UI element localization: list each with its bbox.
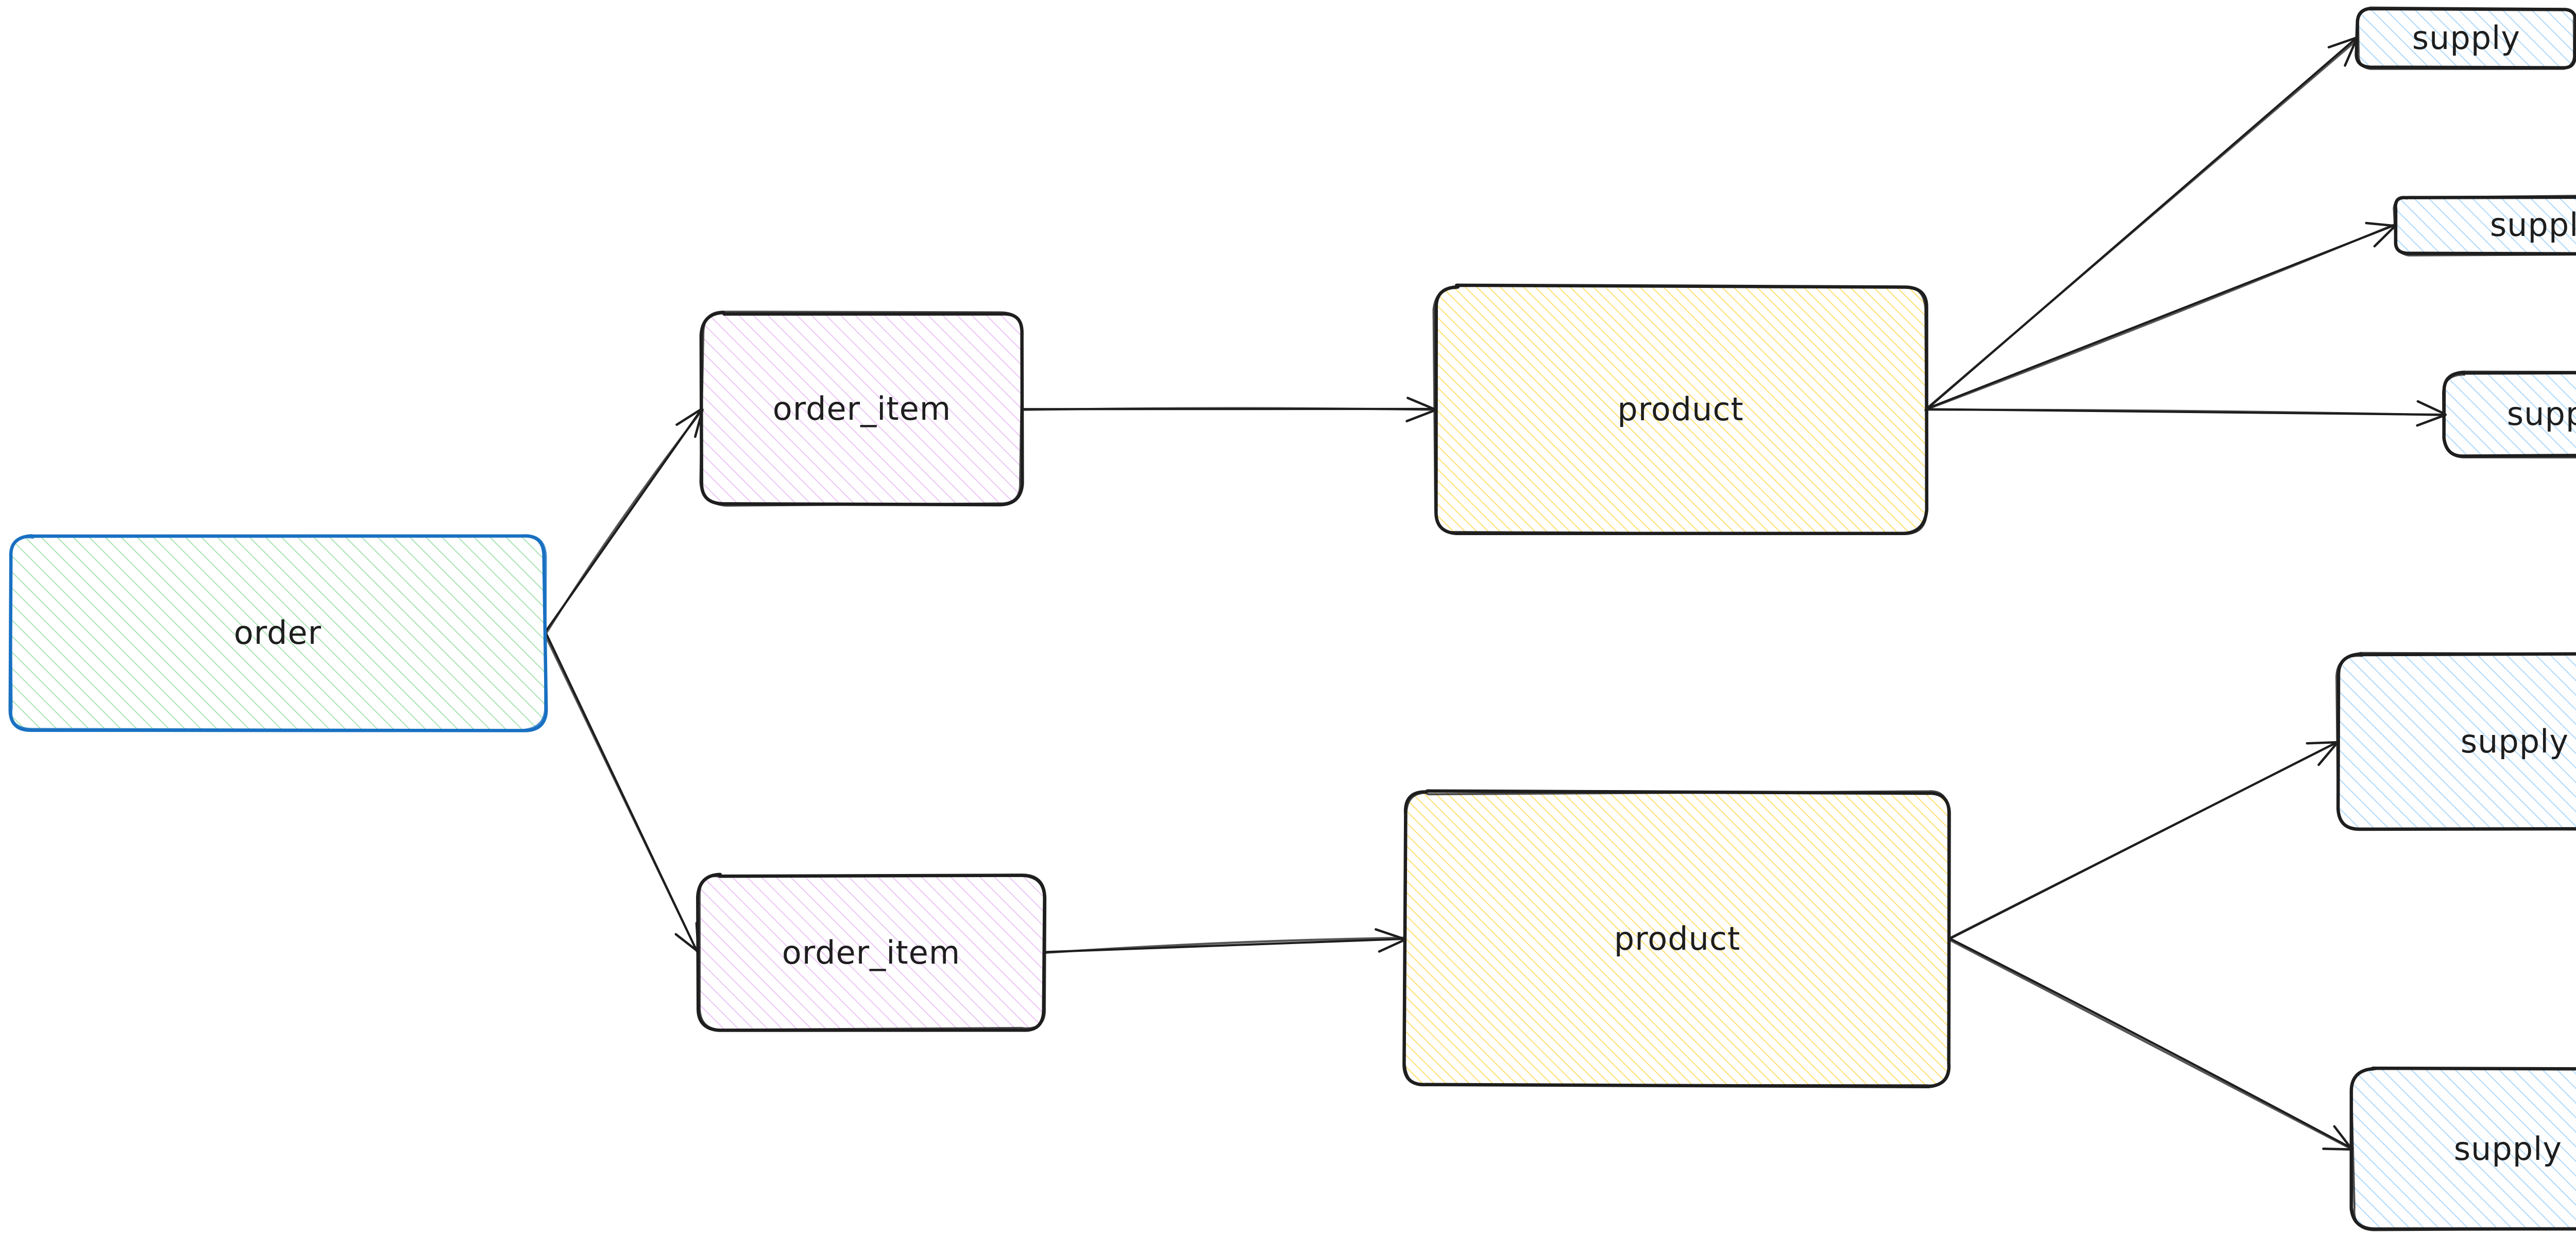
edge-line — [1925, 408, 2446, 417]
node-fill-supply_t1 — [2357, 9, 2575, 67]
edge-line — [1926, 38, 2359, 409]
arrow-head — [2416, 400, 2446, 415]
edge-order-to-order_item_bottom[interactable] — [544, 631, 700, 955]
node-order[interactable]: order — [8, 534, 548, 732]
node-fill-product_bottom — [1404, 792, 1951, 1086]
node-outline-product_top — [1432, 284, 1928, 535]
node-fill-product_top — [1435, 286, 1926, 533]
arrow-head — [2327, 36, 2358, 49]
node-label-order_item_top: order_item — [773, 390, 951, 427]
node-outline-supply_b2 — [2350, 1067, 2576, 1231]
edge-line — [1950, 741, 2338, 939]
node-label-product_top: product — [1617, 390, 1743, 428]
node-label-supply_t2: supply — [2490, 206, 2576, 244]
node-fill-order_item_top — [702, 313, 1022, 505]
node-label-supply_t1: supply — [2412, 19, 2520, 57]
node-outline-supply_t3 — [2442, 370, 2576, 459]
node-outline-supply_b1 — [2335, 652, 2576, 831]
edge-product_bottom-to-supply_b2[interactable] — [1948, 937, 2354, 1151]
node-supply_t2[interactable]: supply — [2393, 195, 2576, 256]
node-fill-supply_b2 — [2352, 1069, 2576, 1229]
arrow-head — [1405, 409, 1436, 422]
arrow-head — [2317, 741, 2339, 766]
arrow-head — [1378, 938, 1406, 953]
node-supply_b2[interactable]: supply — [2349, 1066, 2576, 1231]
node-outline-supply_t2 — [2393, 195, 2576, 256]
edge-line — [544, 633, 699, 955]
arrow-head — [1375, 928, 1405, 940]
node-label-order_item_bottom: order_item — [782, 934, 960, 971]
node-fill-supply_b1 — [2337, 654, 2576, 830]
edges-layer — [544, 36, 2447, 1151]
edge-line — [1949, 939, 2353, 1151]
node-product_top[interactable]: product — [1432, 283, 1928, 536]
node-fill-order — [9, 536, 546, 730]
node-product_bottom[interactable]: product — [1402, 789, 1951, 1088]
edge-order-to-order_item_top[interactable] — [544, 407, 704, 634]
arrow-head — [675, 408, 703, 426]
node-fill-supply_t2 — [2394, 196, 2576, 254]
edge-line — [1948, 937, 2354, 1150]
arrow-head — [1406, 397, 1437, 411]
edge-product_top-to-supply_t3[interactable] — [1924, 400, 2447, 427]
node-outline-order_item_bottom — [698, 874, 1047, 1031]
arrow-head — [674, 933, 700, 953]
arrow-head — [2416, 414, 2447, 427]
node-order_item_bottom[interactable]: order_item — [696, 872, 1047, 1032]
edge-order_item_top-to-product_top[interactable] — [1021, 397, 1437, 422]
node-label-product_bottom: product — [1614, 920, 1740, 957]
node-label-supply_b2: supply — [2454, 1130, 2562, 1168]
edge-line — [1043, 936, 1406, 954]
arrow-head — [2373, 225, 2397, 248]
node-label-supply_t3: supply — [2507, 395, 2576, 433]
edge-line — [1924, 223, 2397, 411]
node-supply_b1[interactable]: supply — [2335, 652, 2576, 831]
node-outline-product_bottom — [1403, 790, 1950, 1087]
node-supply_t3[interactable]: supply — [2442, 370, 2576, 459]
edge-product_bottom-to-supply_b1[interactable] — [1948, 741, 2340, 940]
arrow-head — [2306, 741, 2340, 745]
node-fill-order_item_bottom — [697, 875, 1045, 1030]
node-outline-supply_t1 — [2357, 6, 2575, 70]
node-order_item_top[interactable]: order_item — [699, 311, 1024, 507]
node-supply_t1[interactable]: supply — [2354, 6, 2576, 70]
node-fill-supply_t3 — [2445, 373, 2576, 456]
edge-line — [546, 409, 703, 633]
edge-line — [1021, 407, 1436, 412]
edge-product_top-to-supply_t2[interactable] — [1924, 221, 2397, 411]
node-label-order: order — [234, 614, 321, 652]
arrow-head — [2344, 38, 2358, 67]
arrow-head — [2333, 1125, 2353, 1151]
arrow-head — [2365, 221, 2396, 227]
edge-order_item_bottom-to-product_bottom[interactable] — [1042, 928, 1407, 954]
edge-product_top-to-supply_t1[interactable] — [1924, 36, 2359, 412]
node-label-supply_b1: supply — [2461, 723, 2569, 760]
node-outline-order_item_top — [699, 311, 1024, 507]
node-outline-order — [9, 534, 547, 731]
nodes-layer: orderorder_itemorder_itemproductproducts… — [8, 6, 2576, 1231]
